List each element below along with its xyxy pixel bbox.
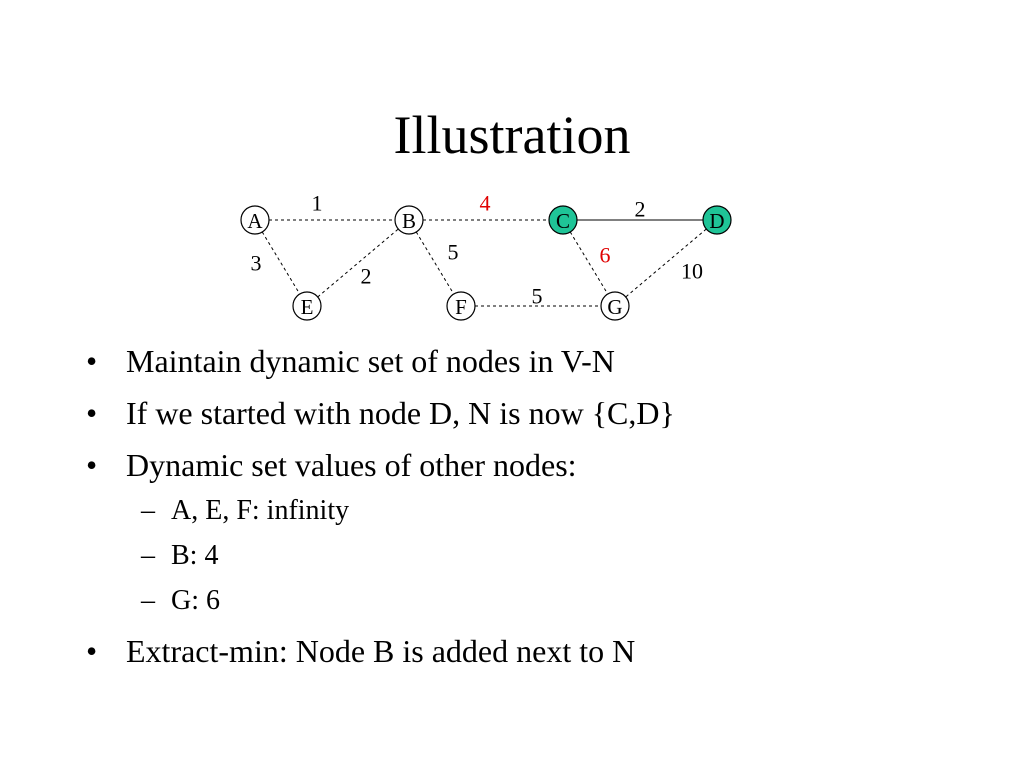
sub-bullet-item: –G: 6 — [86, 585, 986, 617]
node-label-a: A — [247, 209, 263, 233]
edge-weight-a-e: 3 — [251, 251, 262, 276]
node-b: B — [394, 205, 424, 235]
node-circle-a — [240, 205, 270, 235]
bullet-text: Extract-min: Node B is added next to N — [126, 633, 636, 669]
node-circle-d — [702, 205, 732, 235]
node-circle-b — [394, 205, 424, 235]
bullet-item: • Extract-min: Node B is added next to N — [86, 633, 986, 669]
node-circle-c — [548, 205, 578, 235]
sub-bullet-text: B: 4 — [171, 540, 219, 571]
bullet-marker: • — [86, 447, 98, 483]
bullet-marker: • — [86, 633, 98, 669]
bullet-item: •Dynamic set values of other nodes:–A, E… — [86, 447, 986, 617]
sub-bullet-marker: – — [141, 540, 155, 571]
edge-weight-c-g: 6 — [600, 243, 611, 268]
edge-weight-b-f: 5 — [448, 240, 459, 265]
edge-c-g — [569, 231, 609, 295]
edge-a-e — [261, 231, 301, 295]
sub-bullet-text: A, E, F: infinity — [171, 495, 350, 526]
node-label-b: B — [402, 209, 416, 233]
bullet-item: • Maintain dynamic set of nodes in V-N — [86, 343, 986, 379]
sub-bullet-list: –A, E, F: infinity–B: 4–G: 6 — [86, 495, 986, 617]
slide-title: Illustration — [393, 105, 631, 165]
node-label-e: E — [301, 295, 314, 319]
node-label-g: G — [607, 295, 622, 319]
node-c: C — [548, 205, 578, 235]
edge-weight-b-c: 4 — [480, 191, 491, 216]
node-circle-g — [600, 291, 630, 321]
sub-bullet-item: –B: 4 — [86, 540, 986, 572]
node-label-c: C — [556, 209, 570, 233]
edge-weight-a-b: 1 — [312, 191, 323, 216]
bullet-item: • If we started with node D, N is now {C,… — [86, 395, 986, 431]
graph-edge-weights: 1 4 2 3 2 5 6 5 10 — [251, 191, 704, 309]
bullet-text: Maintain dynamic set of nodes in V-N — [126, 343, 615, 379]
sub-bullet-text: G: 6 — [171, 585, 220, 616]
graph-nodes: A B C D E F G — [240, 205, 732, 321]
node-label-d: D — [709, 209, 724, 233]
bullet-marker: • — [86, 395, 98, 431]
bullet-text: If we started with node D, N is now {C,D… — [126, 395, 675, 431]
sub-bullet-item: –A, E, F: infinity — [86, 495, 986, 527]
edge-b-f — [415, 231, 455, 295]
bullet-list: • Maintain dynamic set of nodes in V-N • If… — [86, 343, 986, 685]
sub-bullet-marker: – — [141, 495, 155, 526]
edge-e-b — [317, 228, 399, 298]
bullet-text: Dynamic set values of other nodes: — [126, 447, 577, 483]
edge-weight-f-g: 5 — [532, 284, 543, 309]
bullet-marker: • — [86, 343, 98, 379]
edge-weight-c-d: 2 — [635, 197, 646, 222]
node-circle-f — [446, 291, 476, 321]
node-g: G — [600, 291, 630, 321]
node-a: A — [240, 205, 270, 235]
edge-weight-d-g: 10 — [681, 259, 703, 284]
edge-weight-e-b: 2 — [361, 264, 372, 289]
graph-edges — [261, 219, 707, 307]
node-circle-e — [292, 291, 322, 321]
node-e: E — [292, 291, 322, 321]
node-d: D — [702, 205, 732, 235]
sub-bullet-marker: – — [141, 585, 155, 616]
node-f: F — [446, 291, 476, 321]
node-label-f: F — [455, 295, 467, 319]
